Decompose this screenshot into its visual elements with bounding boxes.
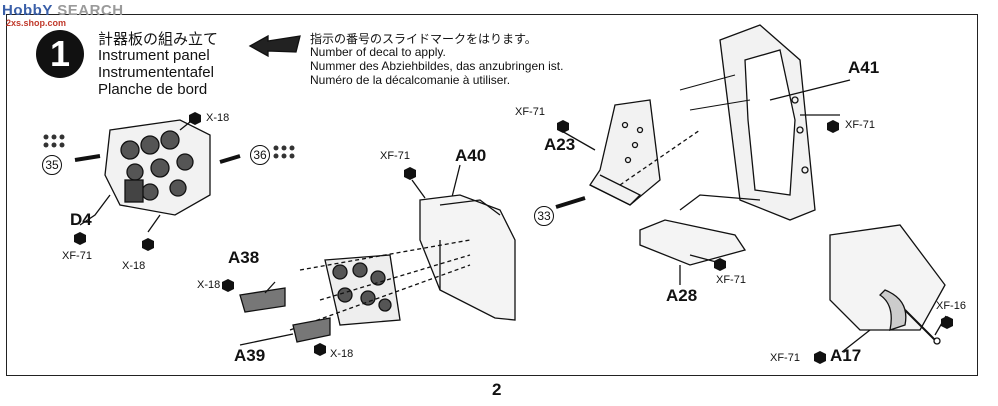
part-label-a28: A28	[666, 286, 698, 305]
paint-label-xf16: XF-16	[936, 300, 966, 312]
decal-35-arrow	[74, 154, 101, 162]
paint-label-x18-a38: X-18	[197, 279, 221, 291]
paint-label-xf71-a40: XF-71	[380, 150, 410, 162]
part-label-d4: D4	[70, 210, 92, 229]
decal-number-35: 35	[42, 155, 62, 175]
part-label-a38: A38	[228, 248, 260, 267]
gauge-block-drawing	[324, 254, 401, 326]
floor-a28-drawing	[639, 219, 747, 266]
watermark-logo: HobbY SEARCH	[2, 2, 124, 19]
watermark-url: 2xs.shop.com	[6, 18, 67, 28]
decal-instruction-en: Number of decal to apply.	[310, 45, 446, 59]
paint-label-xf71-a28: XF-71	[716, 274, 746, 286]
paint-label-x18-top: X-18	[206, 112, 230, 124]
part-label-a41: A41	[848, 58, 880, 77]
decal-instruction-fr: Numéro de la décalcomanie à utiliser.	[310, 73, 511, 87]
paint-label-xf71-a41: XF-71	[845, 119, 875, 131]
paint-label-xf71-a17: XF-71	[770, 352, 800, 364]
seat-a23-drawing	[589, 99, 661, 206]
part-label-a40: A40	[455, 146, 487, 165]
instruction-frame	[6, 14, 978, 376]
paint-label-x18-bottom: X-18	[122, 260, 146, 272]
paint-markers	[74, 112, 953, 364]
page-number: 2	[492, 380, 502, 399]
bulkhead-a41-drawing	[719, 24, 816, 221]
paint-label-xf71-a23: XF-71	[515, 106, 545, 118]
decal-instruction-jp: 指示の番号のスライドマークをはります。	[310, 32, 537, 46]
decal-36-arrow	[219, 154, 241, 164]
instrument-panel-d4-drawing	[104, 119, 211, 216]
decal-arrow-icon	[248, 34, 301, 58]
step-title-fr: Planche de bord	[98, 81, 208, 98]
part-label-a17: A17	[830, 346, 862, 365]
seat-side-a17-drawing	[829, 224, 946, 345]
part-a39-drawing	[292, 317, 331, 343]
step-number-badge: 1	[36, 30, 84, 78]
step-title-de: Instrumententafel	[98, 64, 214, 81]
part-label-a39: A39	[234, 346, 266, 365]
paint-label-xf71-d4: XF-71	[62, 250, 92, 262]
part-label-a23: A23	[544, 135, 576, 154]
decal-number-33: 33	[534, 206, 554, 226]
decal-number-36: 36	[250, 145, 270, 165]
panel-mount-a40-drawing	[419, 194, 516, 321]
step-title-en: Instrument panel	[98, 47, 210, 64]
decal-instruction-de: Nummer des Abziehbildes, das anzubringen…	[310, 59, 564, 73]
step-title-jp: 計器板の組み立て	[98, 31, 219, 48]
paint-label-x18-a39: X-18	[330, 348, 354, 360]
part-a38-drawing	[239, 287, 286, 313]
